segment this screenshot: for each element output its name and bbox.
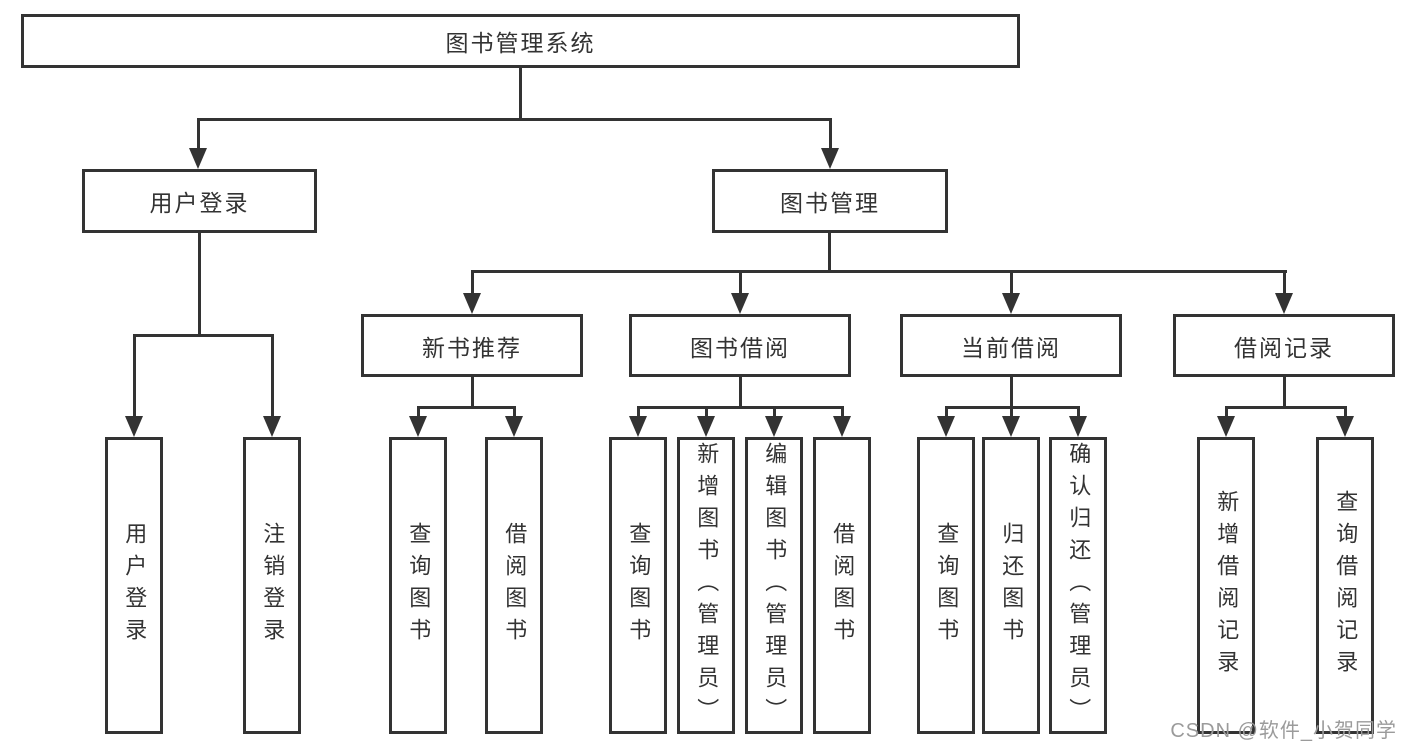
arrow-to-leaf-borrow-books-borrow bbox=[833, 406, 851, 437]
node-label: 用户登录 bbox=[149, 190, 250, 216]
connector-book-management-branch bbox=[471, 270, 1287, 273]
connector-book-management-stub bbox=[828, 233, 831, 273]
arrow-to-leaf-add-book-admin bbox=[697, 406, 715, 437]
leaf-query-books-current: 查询图书 bbox=[917, 437, 975, 734]
node-current-borrow: 当前借阅 bbox=[900, 314, 1122, 377]
watermark: CSDN @软件_小贺同学 bbox=[1170, 720, 1397, 742]
leaf-label: 编辑图书（管理员） bbox=[762, 441, 788, 730]
connector-book-borrow-branch bbox=[637, 406, 844, 409]
connector-new-book-branch bbox=[417, 406, 516, 409]
arrow-to-borrow-record bbox=[1275, 270, 1293, 314]
arrow-to-leaf-query-borrow-record bbox=[1336, 406, 1354, 437]
leaf-logout: 注销登录 bbox=[243, 437, 301, 734]
leaf-return-book: 归还图书 bbox=[982, 437, 1040, 734]
leaf-label: 借阅图书 bbox=[830, 521, 856, 650]
leaf-confirm-return-admin: 确认归还（管理员） bbox=[1049, 437, 1107, 734]
node-label: 图书管理系统 bbox=[445, 30, 596, 56]
arrow-to-user-login bbox=[189, 118, 207, 169]
leaf-label: 归还图书 bbox=[999, 521, 1025, 650]
node-library-system: 图书管理系统 bbox=[21, 14, 1020, 68]
connector-current-borrow-branch bbox=[945, 406, 1080, 409]
leaf-label: 查询图书 bbox=[406, 521, 432, 650]
arrow-to-new-book-recommend bbox=[463, 270, 481, 314]
node-label: 图书借阅 bbox=[690, 334, 790, 361]
connector-root-branch bbox=[197, 118, 831, 121]
connector-borrow-record-branch bbox=[1225, 406, 1347, 409]
arrow-to-leaf-query-books-recommend bbox=[409, 406, 427, 437]
connector-root-stub bbox=[519, 68, 522, 120]
node-label: 当前借阅 bbox=[961, 334, 1061, 361]
leaf-label: 查询图书 bbox=[934, 521, 960, 650]
arrow-to-leaf-add-borrow-record bbox=[1217, 406, 1235, 437]
arrow-to-book-borrow bbox=[731, 270, 749, 314]
arrow-to-current-borrow bbox=[1002, 270, 1020, 314]
leaf-borrow-books-borrow: 借阅图书 bbox=[813, 437, 871, 734]
leaf-label: 查询图书 bbox=[626, 521, 652, 650]
leaf-query-borrow-record: 查询借阅记录 bbox=[1316, 437, 1374, 734]
arrow-to-book-management bbox=[821, 118, 839, 169]
leaf-query-books-recommend: 查询图书 bbox=[389, 437, 447, 734]
leaf-label: 查询借阅记录 bbox=[1333, 489, 1359, 682]
arrow-to-leaf-query-books-borrow bbox=[629, 406, 647, 437]
node-new-book-recommend: 新书推荐 bbox=[361, 314, 583, 377]
leaf-label: 新增图书（管理员） bbox=[694, 441, 720, 730]
leaf-query-books-borrow: 查询图书 bbox=[609, 437, 667, 734]
connector-new-book-stub bbox=[471, 375, 474, 409]
arrow-to-leaf-user-login bbox=[125, 334, 143, 437]
leaf-label: 新增借阅记录 bbox=[1214, 489, 1240, 682]
leaf-add-book-admin: 新增图书（管理员） bbox=[677, 437, 735, 734]
leaf-label: 确认归还（管理员） bbox=[1066, 441, 1092, 730]
leaf-edit-book-admin: 编辑图书（管理员） bbox=[745, 437, 803, 734]
node-borrow-record: 借阅记录 bbox=[1173, 314, 1395, 377]
arrow-to-leaf-edit-book-admin bbox=[765, 406, 783, 437]
arrow-to-leaf-return-book bbox=[1002, 406, 1020, 437]
connector-user-login-branch bbox=[133, 334, 274, 337]
leaf-user-login: 用户登录 bbox=[105, 437, 163, 734]
node-label: 借阅记录 bbox=[1234, 334, 1334, 361]
connector-borrow-record-stub bbox=[1283, 375, 1286, 409]
node-book-management: 图书管理 bbox=[712, 169, 948, 233]
node-label: 图书管理 bbox=[780, 190, 880, 216]
connector-book-borrow-stub bbox=[739, 375, 742, 409]
leaf-label: 借阅图书 bbox=[502, 521, 528, 650]
arrow-to-leaf-query-books-current bbox=[937, 406, 955, 437]
leaf-add-borrow-record: 新增借阅记录 bbox=[1197, 437, 1255, 734]
node-book-borrow: 图书借阅 bbox=[629, 314, 851, 377]
leaf-borrow-books-recommend: 借阅图书 bbox=[485, 437, 543, 734]
arrow-to-leaf-borrow-books-recommend bbox=[505, 406, 523, 437]
leaf-label: 用户登录 bbox=[122, 521, 148, 650]
connector-user-login-stub bbox=[198, 233, 201, 337]
arrow-to-leaf-confirm-return bbox=[1069, 406, 1087, 437]
node-user-login: 用户登录 bbox=[82, 169, 317, 233]
node-label: 新书推荐 bbox=[422, 334, 522, 361]
connector-current-borrow-stub bbox=[1010, 375, 1013, 409]
leaf-label: 注销登录 bbox=[260, 521, 286, 650]
arrow-to-leaf-logout bbox=[263, 334, 281, 437]
